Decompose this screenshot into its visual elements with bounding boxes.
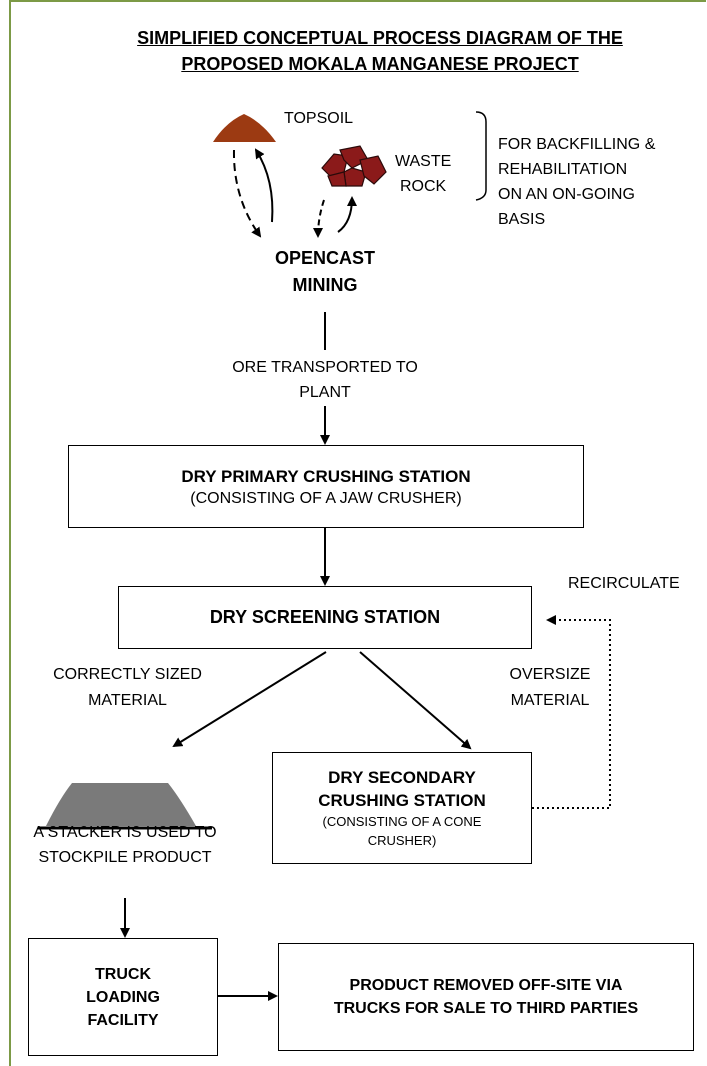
- arrow-to-waste: [337, 196, 357, 233]
- secondary-crushing-title-1: DRY SECONDARY: [328, 768, 476, 787]
- product-removed-title-2: TRUCKS FOR SALE TO THIRD PARTIES: [333, 1000, 639, 1017]
- opencast-mining-label-1: OPENCAST: [274, 248, 375, 268]
- backfill-note-3: ON AN ON-GOING: [498, 186, 635, 203]
- diagram-title-line-2: PROPOSED MOKALA MANGANESE PROJECT: [181, 54, 579, 74]
- backfill-note-1: FOR BACKFILLING &: [498, 136, 656, 153]
- ore-transported-label-2: PLANT: [299, 384, 351, 401]
- arrow-to-topsoil: [254, 148, 274, 223]
- product-removed-title-1: PRODUCT REMOVED OFF-SITE VIA: [349, 977, 623, 994]
- secondary-crushing-box: DRY SECONDARY CRUSHING STATION (CONSISTI…: [272, 752, 532, 864]
- arrow-from-topsoil: [232, 149, 262, 238]
- arrow-to-secondary: [359, 651, 472, 750]
- arrow-from-waste: [313, 199, 325, 238]
- truck-loading-title-2: LOADING: [86, 988, 160, 1006]
- primary-crushing-box: DRY PRIMARY CRUSHING STATION (CONSISTING…: [68, 445, 584, 528]
- page-frame: [9, 0, 706, 1066]
- recirculate-label: RECIRCULATE: [568, 575, 680, 592]
- waste-rock-icon: [321, 145, 387, 187]
- product-removed-box: PRODUCT REMOVED OFF-SITE VIA TRUCKS FOR …: [278, 943, 694, 1051]
- backfill-note-4: BASIS: [498, 211, 546, 228]
- primary-crushing-title: DRY PRIMARY CRUSHING STATION: [181, 466, 471, 486]
- screening-box: DRY SCREENING STATION: [118, 586, 532, 649]
- diagram-title-line-1: SIMPLIFIED CONCEPTUAL PROCESS DIAGRAM OF…: [137, 28, 623, 48]
- opencast-mining-label-2: MINING: [292, 275, 358, 295]
- stockpile-icon: [46, 783, 196, 826]
- stacker-label-2: STOCKPILE PRODUCT: [38, 849, 212, 866]
- primary-crushing-subtitle: (CONSISTING OF A JAW CRUSHER): [190, 489, 462, 507]
- secondary-crushing-title-2: CRUSHING STATION: [318, 791, 486, 810]
- topsoil-pile-icon: [213, 114, 276, 142]
- oversize-label-1: OVERSIZE: [509, 666, 591, 683]
- topsoil-label: TOPSOIL: [284, 110, 354, 127]
- waste-rock-label-1: WASTE: [395, 153, 452, 170]
- correctly-sized-label-2: MATERIAL: [88, 692, 167, 709]
- secondary-crushing-sub-1: (CONSISTING OF A CONE: [322, 814, 482, 829]
- oversize-label-2: MATERIAL: [510, 692, 590, 709]
- backfill-note-2: REHABILITATION: [498, 161, 628, 178]
- stacker-label-1: A STACKER IS USED TO: [33, 824, 217, 841]
- arrow-to-stockpile: [172, 651, 327, 748]
- screening-title: DRY SCREENING STATION: [209, 607, 441, 627]
- waste-rock-label-2: ROCK: [400, 178, 447, 195]
- ore-transported-label-1: ORE TRANSPORTED TO: [232, 359, 418, 376]
- secondary-crushing-sub-2: CRUSHER): [367, 833, 437, 848]
- recirculate-loop: [532, 615, 611, 809]
- bracket-shape: [475, 111, 487, 201]
- truck-loading-title-1: TRUCK: [95, 965, 151, 983]
- truck-loading-box: TRUCK LOADING FACILITY: [28, 938, 218, 1056]
- correctly-sized-label-1: CORRECTLY SIZED: [53, 666, 202, 683]
- truck-loading-title-3: FACILITY: [87, 1011, 159, 1029]
